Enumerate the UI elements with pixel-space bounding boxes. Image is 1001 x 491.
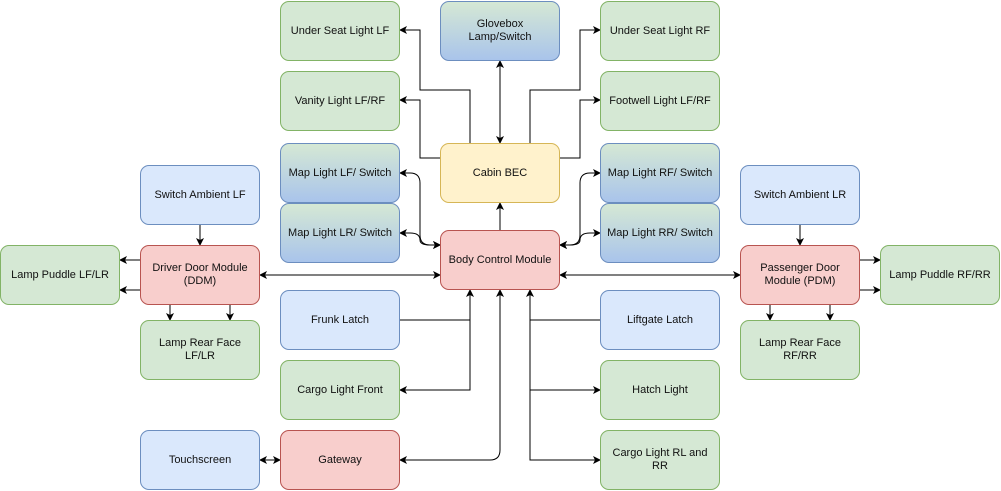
node-cabin-bec[interactable]: Cabin BEC [440, 143, 560, 203]
node-label: Lamp Rear Face LF/LR [159, 337, 241, 362]
node-label: Under Seat Light LF [290, 24, 390, 37]
edge-frunk-to-bcm [400, 289, 474, 321]
node-frunk[interactable]: Frunk Latch [280, 290, 400, 350]
node-label: Lamp Rear Face RF/RR [759, 337, 841, 362]
node-map-lf[interactable]: Map Light LF/ Switch [280, 143, 400, 203]
node-label: Hatch Light [632, 383, 688, 396]
node-pdm[interactable]: Passenger Door Module (PDM) [740, 245, 860, 305]
node-map-rr[interactable]: Map Light RR/ Switch [600, 203, 720, 263]
edge-gateway-bcm [399, 289, 504, 464]
node-switch-amb-lr[interactable]: Switch Ambient LR [740, 165, 860, 225]
node-puddle-r[interactable]: Lamp Puddle RF/RR [880, 245, 1000, 305]
node-rearface-r[interactable]: Lamp Rear Face RF/RR [740, 320, 860, 380]
node-label: Map Light RF/ Switch [607, 166, 713, 179]
node-label: Lamp Puddle RF/RR [889, 268, 991, 281]
node-glovebox[interactable]: Glovebox Lamp/Switch [440, 1, 560, 61]
node-label: Under Seat Light RF [609, 24, 711, 37]
node-switch-amb-lf[interactable]: Switch Ambient LF [140, 165, 260, 225]
node-under-seat-rf[interactable]: Under Seat Light RF [600, 1, 720, 61]
node-label: Gateway [318, 453, 362, 466]
node-label: Cargo Light RL and RR [612, 447, 708, 472]
node-label: Cabin BEC [472, 166, 528, 179]
node-label: Footwell Light LF/RF [609, 94, 711, 107]
node-label: Switch Ambient LR [753, 188, 847, 201]
node-label: Map Light LF/ Switch [288, 166, 392, 179]
edge-bcm-to-cargo-rear [529, 390, 601, 464]
edge-bec-to-under-seat-rf [529, 26, 601, 143]
node-label: Vanity Light LF/RF [294, 94, 386, 107]
node-map-lr[interactable]: Map Light LR/ Switch [280, 203, 400, 263]
edge-map-lf-bcm [399, 169, 441, 249]
node-label: Liftgate Latch [626, 313, 694, 326]
edge-map-lr-bcm [399, 229, 441, 249]
edge-bcm-to-cargo-front [399, 320, 471, 394]
edge-bec-to-under-seat-lf [399, 26, 471, 143]
node-hatch[interactable]: Hatch Light [600, 360, 720, 420]
node-liftgate[interactable]: Liftgate Latch [600, 290, 720, 350]
node-label: Lamp Puddle LF/LR [11, 268, 109, 281]
edge-bec-to-vanity [399, 96, 440, 159]
node-rearface-l[interactable]: Lamp Rear Face LF/LR [140, 320, 260, 380]
node-under-seat-lf[interactable]: Under Seat Light LF [280, 1, 400, 61]
edge-map-rr-bcm [559, 229, 601, 249]
node-label: Passenger Door Module (PDM) [760, 262, 840, 287]
edge-bcm-to-hatch [529, 320, 601, 394]
node-label: Glovebox Lamp/Switch [468, 18, 532, 43]
node-label: Switch Ambient LF [154, 188, 246, 201]
node-puddle-l[interactable]: Lamp Puddle LF/LR [0, 245, 120, 305]
edge-liftgate-to-bcm [526, 289, 600, 321]
node-label: Touchscreen [168, 453, 232, 466]
node-gateway[interactable]: Gateway [280, 430, 400, 490]
node-bcm[interactable]: Body Control Module [440, 230, 560, 290]
edge-map-rf-bcm [559, 169, 601, 249]
node-label: Driver Door Module (DDM) [152, 262, 248, 287]
node-label: Frunk Latch [310, 313, 370, 326]
node-touchscreen[interactable]: Touchscreen [140, 430, 260, 490]
node-cargo-front[interactable]: Cargo Light Front [280, 360, 400, 420]
node-label: Map Light LR/ Switch [288, 226, 392, 239]
node-footwell[interactable]: Footwell Light LF/RF [600, 71, 720, 131]
node-label: Body Control Module [448, 253, 552, 266]
edge-bec-to-footwell [560, 96, 601, 159]
node-label: Map Light RR/ Switch [607, 226, 713, 239]
node-ddm[interactable]: Driver Door Module (DDM) [140, 245, 260, 305]
node-label: Cargo Light Front [297, 383, 383, 396]
node-map-rf[interactable]: Map Light RF/ Switch [600, 143, 720, 203]
node-cargo-rear[interactable]: Cargo Light RL and RR [600, 430, 720, 490]
node-vanity[interactable]: Vanity Light LF/RF [280, 71, 400, 131]
